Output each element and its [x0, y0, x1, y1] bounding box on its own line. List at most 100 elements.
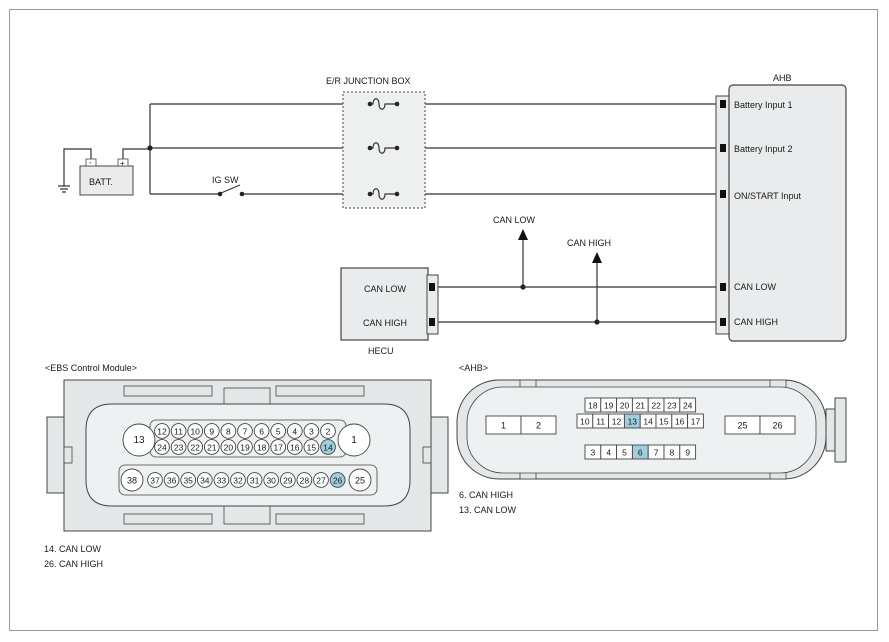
ebs-pin-7: 7: [237, 423, 253, 439]
pin-label: 7: [654, 448, 659, 458]
ahb-pin-5: 5: [616, 444, 633, 460]
ahb-pin-24: 24: [679, 397, 697, 413]
ahb-pin-on-start-input: ON/START Input: [734, 191, 802, 201]
pin-label: 13: [628, 417, 638, 427]
ebs-pin-16: 16: [286, 439, 303, 455]
pin-label: 8: [226, 427, 231, 437]
pin-label: 29: [283, 476, 293, 486]
ebs-pin-28: 28: [296, 472, 313, 488]
power-wires: [58, 103, 720, 323]
ebs-pin-25: 25: [348, 468, 372, 492]
diagram-frame: [9, 9, 878, 631]
ebs-pin-32: 32: [230, 472, 246, 488]
pin-label: 20: [620, 401, 630, 411]
ahb-pin-12: 12: [608, 413, 625, 429]
ebs-pin-8: 8: [220, 423, 237, 439]
pin-label: 19: [240, 443, 250, 453]
ebs-pin-20: 20: [220, 439, 237, 455]
pin-label: 17: [273, 443, 283, 453]
ebs-pin-15: 15: [303, 439, 320, 455]
pin-label: 5: [276, 427, 281, 437]
hecu-label: HECU: [368, 346, 394, 356]
pin-label: 1: [351, 435, 357, 446]
ebs-pin-10: 10: [187, 423, 204, 439]
pin-label: 18: [257, 443, 267, 453]
ahb-pin-23: 23: [663, 397, 681, 413]
junction-box-label: E/R JUNCTION BOX: [326, 76, 411, 86]
pin-label: 10: [190, 427, 200, 437]
ahb-pin-can-low: CAN LOW: [734, 282, 777, 292]
pin-label: 21: [207, 443, 217, 453]
pin-label: 36: [167, 476, 177, 486]
pin-label: 4: [292, 427, 297, 437]
ebs-pin-26: 26: [329, 472, 346, 488]
ebs-pin-22: 22: [187, 439, 204, 455]
pin-label: 26: [333, 476, 343, 486]
ahb-connector: [456, 379, 847, 480]
pin-label: 22: [190, 443, 200, 453]
ebs-pin-5: 5: [270, 423, 287, 439]
hecu-module: CAN LOW CAN HIGH HECU: [340, 267, 439, 356]
ebs-pin-14: 14: [320, 439, 336, 455]
pin-label: 19: [604, 401, 614, 411]
ahb-pin-4: 4: [600, 444, 618, 460]
pin-label: 30: [266, 476, 276, 486]
ebs-pin-35: 35: [180, 472, 197, 488]
pin-label: 5: [622, 448, 627, 458]
pin-label: 33: [217, 476, 227, 486]
ahb-pin-9: 9: [679, 444, 697, 460]
ebs-pin-23: 23: [170, 439, 187, 455]
pin-label: 24: [157, 443, 167, 453]
ebs-pin-9: 9: [203, 423, 220, 439]
ebs-note-can-low: 14. CAN LOW: [44, 544, 102, 554]
pin-label: 14: [323, 443, 333, 453]
pin-label: 9: [685, 448, 690, 458]
ebs-pin-12: 12: [154, 423, 170, 439]
pin-label: 34: [200, 476, 210, 486]
pin-label: 14: [643, 417, 653, 427]
pin-label: 37: [150, 476, 160, 486]
junction-dots: [147, 145, 600, 325]
ahb-note-can-high: 6. CAN HIGH: [459, 490, 513, 500]
ebs-pin-21: 21: [203, 439, 220, 455]
ahb-pin-battery-input-1: Battery Input 1: [734, 100, 793, 110]
pin-label: 23: [174, 443, 184, 453]
pin-label: 15: [659, 417, 669, 427]
hecu-pin-can-high: CAN HIGH: [363, 318, 407, 328]
ahb-pin-20: 20: [616, 397, 633, 413]
ebs-pin-13: 13: [122, 423, 156, 457]
ebs-pin-11: 11: [170, 423, 187, 439]
ahb-pin-25: 25: [724, 415, 761, 435]
pin-label: 3: [591, 448, 596, 458]
battery: - + BATT.: [79, 158, 134, 196]
ahb-pin-17: 17: [687, 413, 704, 429]
pin-label: 16: [290, 443, 300, 453]
pin-label: 27: [316, 476, 326, 486]
ahb-pin-can-high: CAN HIGH: [734, 317, 778, 327]
ahb-pin-14: 14: [639, 413, 657, 429]
can-arrows: [518, 229, 602, 263]
ahb-pin-26: 26: [759, 415, 796, 435]
ig-switch: IG SW: [212, 175, 245, 197]
pin-label: 17: [691, 417, 701, 427]
pin-label: 32: [233, 476, 243, 486]
fuse-icon: [370, 98, 397, 200]
ebs-pin-36: 36: [163, 472, 180, 488]
ahb-pin-10: 10: [576, 413, 594, 429]
ebs-pin-34: 34: [196, 472, 213, 488]
ahb-connector-title: <AHB>: [459, 363, 488, 373]
ebs-pin-24: 24: [154, 439, 170, 455]
ebs-pin-33: 33: [213, 472, 230, 488]
pin-label: 6: [259, 427, 264, 437]
pin-label: 1: [501, 421, 506, 431]
pin-label: 18: [588, 401, 598, 411]
ebs-pin-31: 31: [246, 472, 263, 488]
ebs-pin-18: 18: [253, 439, 270, 455]
pin-label: 21: [636, 401, 646, 411]
ahb-pin-13: 13: [623, 413, 641, 429]
ahb-module: AHB Battery Input 1 Battery Input 2 ON/S…: [715, 73, 847, 342]
pin-label: 20: [224, 443, 234, 453]
